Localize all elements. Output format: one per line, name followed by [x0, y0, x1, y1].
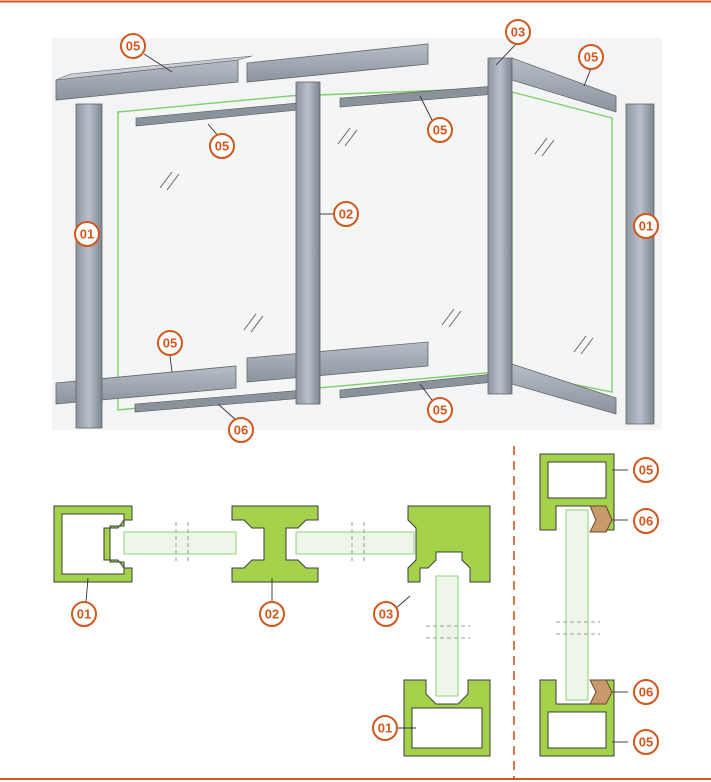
- callout-number: 06: [639, 685, 653, 700]
- callout-number: 01: [639, 219, 653, 234]
- callout-number: 01: [80, 227, 94, 242]
- top-beam-left-face: [55, 55, 253, 81]
- profile-01-bottom: [403, 679, 491, 757]
- callout-c05f: 05: [427, 397, 453, 423]
- callout-circle: [157, 330, 183, 356]
- callout-circle: [373, 601, 399, 627]
- callout-number: 01: [77, 607, 91, 622]
- callout-number: 05: [433, 123, 447, 138]
- callout-c01b: 01: [633, 213, 659, 239]
- callout-c05d: 05: [427, 117, 453, 143]
- callout-circle: [259, 601, 285, 627]
- callout-circle: [372, 715, 398, 741]
- callout-circle: [633, 457, 659, 483]
- glass-sections: [123, 509, 589, 701]
- callout-s01a: 01: [71, 601, 97, 627]
- callout-labels: 05 03 05 05 05 01 02 01 05 05 06 01 02 03 01 05 06 06 05: [71, 19, 659, 755]
- callout-number: 05: [126, 39, 140, 54]
- top-beam-mid: [246, 43, 429, 83]
- callout-s01b: 01: [372, 715, 398, 741]
- callout-number: 05: [584, 50, 598, 65]
- callout-s03: 03: [373, 601, 399, 627]
- glass-hatch-marks: [159, 127, 594, 355]
- post-corner: [487, 57, 513, 395]
- callout-number: 05: [639, 463, 653, 478]
- callout-number: 05: [215, 139, 229, 154]
- callout-circle: [209, 133, 235, 159]
- callout-circle: [333, 201, 359, 227]
- isometric-assembly: [55, 41, 655, 429]
- gasket-06-bottom: [589, 679, 613, 705]
- profile-01-left: [53, 505, 133, 583]
- callout-s05b: 05: [633, 729, 659, 755]
- cross-section-details: [53, 446, 628, 778]
- callout-circle: [427, 397, 453, 423]
- callout-number: 02: [339, 207, 353, 222]
- callout-number: 03: [379, 607, 393, 622]
- glass-break-marks: [175, 522, 600, 639]
- callout-c02: 02: [333, 201, 359, 227]
- post-right: [625, 103, 655, 425]
- callout-number: 05: [433, 403, 447, 418]
- profile-02-middle: [231, 505, 319, 583]
- callout-circle: [578, 44, 604, 70]
- callout-c06a: 06: [228, 417, 254, 443]
- callout-c05c: 05: [209, 133, 235, 159]
- callout-c03: 03: [505, 19, 531, 45]
- glass-pane-middle: [317, 87, 498, 389]
- callout-c05b: 05: [578, 44, 604, 70]
- post-left: [75, 103, 103, 429]
- callout-s02: 02: [259, 601, 285, 627]
- callout-number: 06: [234, 423, 248, 438]
- callout-circle: [633, 729, 659, 755]
- callout-number: 05: [163, 336, 177, 351]
- callout-circle: [427, 117, 453, 143]
- callout-s06a: 06: [633, 508, 659, 534]
- callout-number: 05: [639, 735, 653, 750]
- callout-number: 02: [265, 607, 279, 622]
- callout-s05a: 05: [633, 457, 659, 483]
- glass-pane-right: [511, 91, 613, 393]
- callout-number: 06: [639, 514, 653, 529]
- callout-circle: [505, 19, 531, 45]
- callout-circle: [633, 213, 659, 239]
- callout-number: 01: [378, 721, 392, 736]
- post-middle: [295, 81, 321, 405]
- callout-circle: [71, 601, 97, 627]
- bottom-beam-mid: [246, 341, 429, 383]
- callout-circle: [633, 508, 659, 534]
- callout-circle: [633, 679, 659, 705]
- callout-c01a: 01: [74, 221, 100, 247]
- callout-c05e: 05: [157, 330, 183, 356]
- callout-number: 03: [511, 25, 525, 40]
- callout-circle: [228, 417, 254, 443]
- callout-c05a: 05: [120, 33, 146, 59]
- callout-circle: [74, 221, 100, 247]
- profile-03-corner: [407, 505, 491, 583]
- callout-circle: [120, 33, 146, 59]
- gasket-06-top: [589, 505, 613, 533]
- callout-s06b: 06: [633, 679, 659, 705]
